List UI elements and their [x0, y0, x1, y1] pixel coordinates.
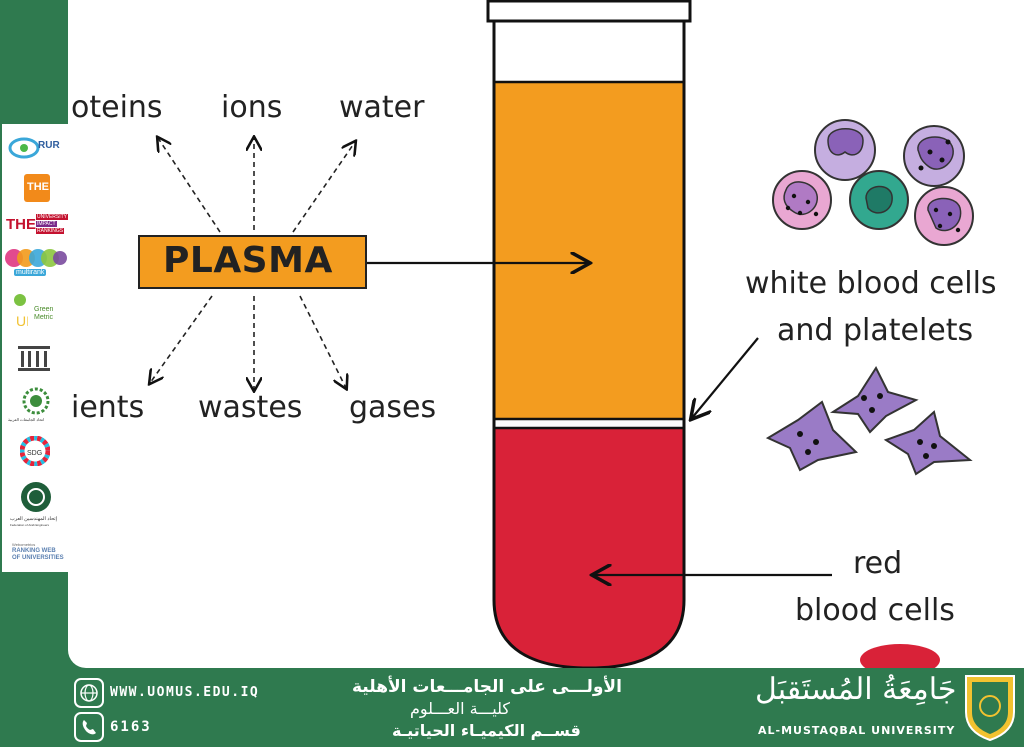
svg-text:UI: UI [16, 313, 28, 329]
plasma-label: PLASMA [163, 240, 333, 281]
sdg-wheel-icon: SDG [19, 435, 51, 467]
website-link[interactable]: WWW.UOMUS.EDU.IQ [110, 685, 260, 700]
sdg-label: SDG [27, 450, 42, 457]
blood-diagram [138, 0, 974, 668]
arab-universities-logo: اتحاد الجامعات العربية [8, 386, 64, 426]
component-ions: ions [221, 90, 283, 125]
sdg-logo: SDG [19, 435, 51, 467]
component-wastes: wastes [198, 390, 303, 425]
building-columns-icon [18, 346, 50, 371]
the-impact-line3: RANKINGS [36, 228, 65, 234]
platelet-1 [765, 400, 859, 472]
webometrics-line2: RANKING WEB [12, 548, 56, 554]
tube-cap [486, 0, 692, 23]
university-name-ar: جَامِعَةُ المُستَقبَل [755, 672, 957, 707]
component-nutrients: ients [71, 390, 145, 425]
platelets [765, 365, 973, 476]
white-blood-cells [772, 119, 974, 246]
component-water: water [339, 90, 425, 125]
engineers-emblem-icon [21, 482, 51, 512]
rur-label: RUR [38, 140, 60, 151]
university-crest-icon [962, 672, 1018, 742]
the-impact-logo: THE UNIVERSITY IMPACT RANKINGS [6, 214, 69, 238]
engineers-logo: إتحاد المهندسين العرب Federation of Arab… [8, 480, 64, 530]
the-impact-line1: UNIVERSITY [36, 214, 69, 220]
university-name-en: AL-MUSTAQBAL UNIVERSITY [758, 724, 956, 737]
footer-department: قســم الكيميـاء الحياتيـة [392, 721, 581, 740]
rbc-label-line2: blood cells [795, 593, 955, 628]
the-label: THE [27, 181, 49, 193]
plasma-layer [494, 82, 684, 419]
arab-universities-label: اتحاد الجامعات العربية [8, 417, 45, 422]
engineers-label-ar: إتحاد المهندسين العرب [10, 516, 58, 522]
the-logo: THE [24, 174, 50, 202]
arrow-proteins [158, 138, 221, 233]
greenmetric-line1: Green [34, 306, 54, 313]
footer-tagline: الأولـــى على الجامـــعات الأهلية [352, 677, 622, 697]
webometrics-line3: OF UNIVERSITIES [12, 555, 64, 561]
the-impact-line2: IMPACT [36, 221, 57, 227]
multirank-circles-icon [5, 249, 67, 267]
phone-icon [74, 712, 104, 742]
webometrics-line1: Webometrics [12, 542, 36, 547]
platelet-3 [883, 410, 973, 476]
plasma-label-box [138, 235, 367, 289]
label-arrows [366, 263, 832, 575]
red-blood-cell [860, 644, 940, 668]
multirank-logo: multirank [4, 246, 68, 280]
rur-eye-icon [8, 137, 40, 159]
red-cell-layer [494, 428, 684, 668]
webometrics-logo: Webometrics RANKING WEB OF UNIVERSITIES [8, 542, 64, 568]
arrow-nutrients [150, 295, 213, 383]
phone-number[interactable]: 6163 [110, 719, 152, 735]
footer-college: كليـــة العـــلوم [410, 699, 511, 718]
arrow-gases [299, 295, 346, 388]
rbc-label-line1: red [853, 546, 903, 581]
engineers-label-en: Federation of Arab Engineers [10, 523, 50, 527]
component-proteins: oteins [71, 90, 163, 125]
rur-logo: RUR [8, 132, 64, 164]
component-gases: gases [349, 390, 437, 425]
greenmetric-logo: UI Green Metric [8, 292, 64, 332]
slide: PLASMA oteins ions water ients wastes ga… [68, 0, 1024, 668]
buffy-coat-layer [494, 419, 684, 428]
wbc-label-line1: white blood cells [745, 266, 997, 301]
the-impact-mark: THE [6, 216, 36, 233]
ranking-logo-strip: RUR THE THE UNIVERSITY IMPACT RANKINGS m… [2, 124, 69, 572]
tube-outline [492, 21, 686, 668]
wbc-label-line2: and platelets [777, 313, 974, 348]
web-icon [74, 678, 104, 708]
laurel-icon [22, 387, 50, 415]
arrow-water [292, 142, 355, 233]
multirank-label: multirank [14, 269, 47, 276]
footer: WWW.UOMUS.EDU.IQ 6163 الأولـــى على الجا… [0, 668, 1024, 747]
test-tube [486, 0, 692, 668]
greenmetric-line2: Metric [34, 314, 54, 321]
platelet-2 [829, 365, 919, 434]
greenmetric-icon: UI [14, 294, 30, 329]
building-logo [16, 344, 52, 372]
component-arrows [150, 138, 355, 390]
arrow-wbc [692, 337, 759, 418]
